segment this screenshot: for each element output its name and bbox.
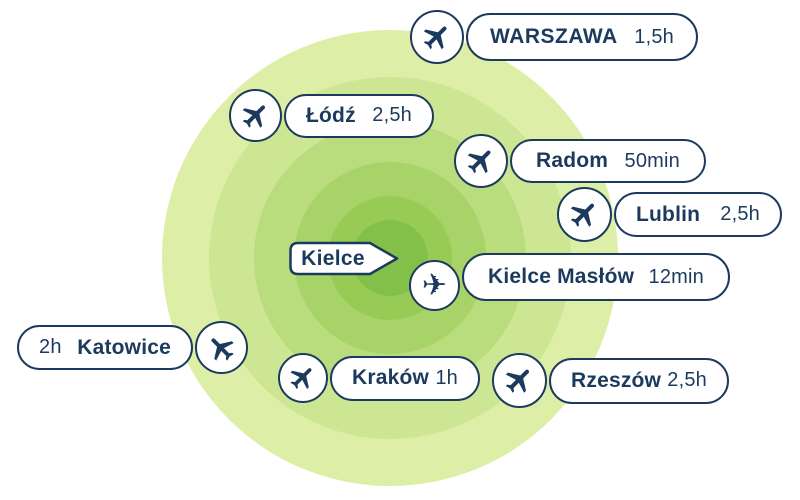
airplane-glyph: [211, 338, 234, 361]
airplane-glyph: [467, 150, 491, 174]
destination-name: Lublin: [636, 202, 701, 226]
airplane-side-icon: ✈: [409, 260, 460, 311]
destination-pill: Kraków 1h: [330, 355, 480, 401]
destination-time: 1h: [435, 366, 458, 389]
destination-name: Rzeszów: [571, 368, 662, 392]
airplane-glyph: [290, 368, 312, 390]
airplane-glyph: [506, 369, 530, 393]
airplane-side-glyph: ✈: [421, 267, 448, 303]
destination-name: Katowice: [77, 335, 171, 359]
destination-name: Kraków: [352, 366, 430, 389]
destination-pill: Radom 50min: [510, 139, 706, 183]
destination-lodz: Łódź 2,5h: [229, 89, 434, 142]
destination-pill: Kielce Masłów 12min: [462, 253, 730, 301]
destination-pill: WARSZAWA 1,5h: [466, 13, 698, 61]
destination-lublin: Lublin 2,5h: [557, 187, 782, 242]
destination-pill: Łódź 2,5h: [284, 93, 434, 138]
airplane-icon: [278, 353, 328, 403]
airplane-icon: [557, 187, 612, 242]
destination-warszawa: WARSZAWA 1,5h: [410, 10, 698, 64]
kielce-tag: Kielce: [288, 241, 400, 276]
destination-time: 2,5h: [372, 104, 412, 126]
airplane-icon: [492, 353, 547, 408]
kielce-tag-shape: [289, 241, 399, 276]
destination-rzeszow: Rzeszów 2,5h: [492, 353, 729, 408]
destination-kielce-maslow: ✈ Kielce Masłów 12min: [409, 253, 730, 311]
airplane-icon: [229, 89, 282, 142]
destination-time: 1,5h: [634, 25, 674, 48]
destination-name: Kielce Masłów: [488, 265, 635, 288]
destination-krakow: Kraków 1h: [278, 353, 480, 403]
kielce-label: Kielce: [301, 246, 365, 270]
destination-pill: Rzeszów 2,5h: [549, 357, 729, 404]
destination-pill: Lublin 2,5h: [614, 192, 782, 237]
airplane-icon: [195, 321, 248, 374]
destination-time: 12min: [648, 265, 704, 288]
destination-pill: 2h Katowice: [17, 325, 193, 370]
destination-time: 50min: [624, 149, 680, 172]
destination-name: WARSZAWA: [490, 25, 618, 48]
destination-name: Łódź: [306, 103, 356, 127]
airplane-glyph: [571, 203, 595, 227]
destination-katowice: 2h Katowice: [17, 321, 248, 374]
airplane-glyph: [423, 26, 447, 50]
destination-time: 2,5h: [667, 369, 707, 391]
destination-radom: Radom 50min: [454, 134, 706, 188]
destination-name: Radom: [536, 149, 609, 172]
destination-time: 2,5h: [720, 203, 760, 225]
airplane-icon: [410, 10, 464, 64]
destination-time: 2h: [39, 336, 62, 358]
airplane-glyph: [242, 105, 265, 128]
airplane-icon: [454, 134, 508, 188]
